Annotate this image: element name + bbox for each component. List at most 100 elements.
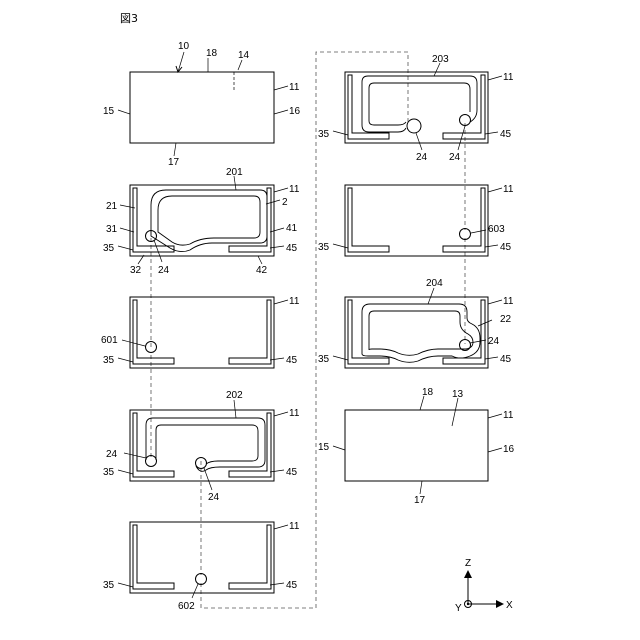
- electrode-35: [133, 413, 174, 477]
- panel-2-channel-201: 201 11 21 2 31 41 35 45 32 24 42: [103, 167, 300, 276]
- ref-11: 11: [503, 72, 514, 83]
- ref-22: 22: [500, 314, 512, 325]
- ref-45: 45: [286, 243, 298, 254]
- leader-11: [274, 525, 288, 529]
- port-603: [460, 229, 471, 240]
- panel-5-port-602: 11 35 45 602: [103, 521, 300, 612]
- leader-45: [485, 132, 498, 134]
- ref-35: 35: [318, 129, 330, 140]
- leader-24: [470, 340, 486, 343]
- leader-15: [333, 446, 345, 450]
- electrode-45: [229, 300, 271, 364]
- x-axis-arrowhead: [496, 600, 504, 608]
- substrate-outline: [130, 410, 274, 481]
- ref-602: 602: [178, 601, 195, 612]
- ref-16: 16: [289, 106, 301, 117]
- ref-15: 15: [103, 106, 115, 117]
- leader-45: [270, 470, 284, 472]
- leader-45: [485, 357, 498, 359]
- panel-8-channel-204: 204 11 22 24 35 45: [318, 278, 514, 368]
- axis-label-x: X: [506, 600, 513, 611]
- ref-17: 17: [168, 157, 180, 168]
- ref-45: 45: [500, 354, 512, 365]
- leader-16: [274, 110, 288, 114]
- coordinate-axes: Z Y X: [455, 558, 513, 614]
- port-24-a: [407, 119, 421, 133]
- ref-42: 42: [256, 265, 268, 276]
- leader-45: [485, 245, 498, 247]
- axis-label-y: Y: [455, 603, 462, 614]
- electrode-35: [133, 300, 174, 364]
- ref-17: 17: [414, 495, 426, 506]
- leader-11: [488, 414, 502, 418]
- leader-45: [270, 358, 284, 360]
- electrode-35: [133, 188, 174, 252]
- ref-11: 11: [289, 82, 300, 93]
- ref-35: 35: [103, 467, 115, 478]
- leader-24-a: [124, 453, 146, 458]
- ref-201: 201: [226, 167, 243, 178]
- leader-11: [274, 300, 288, 304]
- electrode-35: [348, 300, 389, 364]
- port-24-a: [146, 456, 157, 467]
- ref-24: 24: [488, 336, 500, 347]
- ref-24-a: 24: [416, 152, 428, 163]
- ref-32: 32: [130, 265, 142, 276]
- leader-35: [118, 470, 133, 474]
- ref-45: 45: [500, 242, 512, 253]
- panel-6-channel-203: 203 11 35 45 24 24: [318, 54, 514, 163]
- leader-35: [118, 246, 133, 250]
- ref-45: 45: [286, 580, 298, 591]
- ref-45: 45: [286, 467, 298, 478]
- leader-17: [420, 481, 422, 494]
- y-axis-dot: [467, 603, 469, 605]
- leader-24-b: [458, 126, 465, 150]
- channel-203-inner: [369, 83, 470, 121]
- panel-7-port-603: 11 603 35 45: [318, 184, 514, 256]
- ref-24-a: 24: [106, 449, 118, 460]
- leader-11: [488, 300, 502, 304]
- leader-11: [488, 188, 502, 192]
- ref-41: 41: [286, 223, 298, 234]
- ref-45: 45: [500, 129, 512, 140]
- panel-4-channel-202: 202 11 24 35 45 24: [103, 390, 300, 503]
- channel-202-inner: [156, 425, 258, 464]
- ref-11: 11: [289, 408, 300, 419]
- leader-35: [333, 356, 348, 360]
- leader-15: [118, 110, 130, 114]
- leader-204: [428, 288, 434, 304]
- leader-35: [333, 244, 348, 248]
- ref-13: 13: [452, 389, 464, 400]
- ref-11: 11: [503, 410, 514, 421]
- leader-45: [270, 246, 284, 248]
- route-line-602: [201, 52, 408, 608]
- ref-35: 35: [103, 580, 115, 591]
- leader-35: [118, 583, 133, 587]
- ref-18: 18: [206, 48, 218, 59]
- ref-35: 35: [103, 243, 115, 254]
- leader-13: [452, 398, 458, 426]
- leader-11: [274, 86, 288, 90]
- panel-1-substrate: 10 18 14 11 15 16 17: [103, 41, 301, 168]
- leader-11: [274, 188, 288, 192]
- z-axis-arrowhead: [464, 570, 472, 578]
- channel-204-inner: [369, 311, 473, 355]
- leader-42: [258, 256, 262, 264]
- ref-31: 31: [106, 224, 118, 235]
- leader-2: [266, 200, 280, 204]
- ref-202: 202: [226, 390, 243, 401]
- ref-11: 11: [289, 296, 300, 307]
- ref-11: 11: [289, 521, 300, 532]
- leader-11: [488, 76, 502, 80]
- ref-24-b: 24: [449, 152, 461, 163]
- ref-35: 35: [103, 355, 115, 366]
- ref-24-b: 24: [208, 492, 220, 503]
- leader-202: [234, 400, 236, 418]
- ref-203: 203: [432, 54, 449, 65]
- ref-45: 45: [286, 355, 298, 366]
- electrode-45: [229, 188, 271, 252]
- leader-35: [118, 358, 133, 362]
- ref-35: 35: [318, 242, 330, 253]
- leader-201: [234, 176, 236, 190]
- port-602: [196, 574, 207, 585]
